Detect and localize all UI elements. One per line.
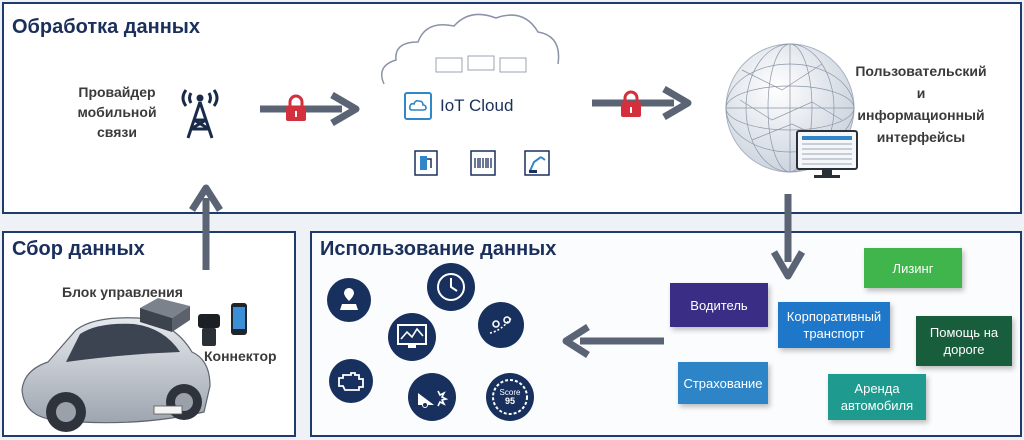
provider-label-line1: Провайдер bbox=[78, 84, 156, 100]
note-rental-line2: автомобиля bbox=[840, 398, 914, 413]
note-roadside-assistance: Помощь на дороге bbox=[916, 316, 1012, 366]
note-driver-label: Водитель bbox=[690, 297, 748, 313]
note-insurance-label: Страхование bbox=[683, 375, 763, 391]
cell-tower-icon bbox=[176, 76, 224, 140]
lock-icon bbox=[285, 94, 307, 122]
note-corporate-line1: Корпоративный bbox=[786, 309, 882, 324]
chart-monitor-icon bbox=[388, 313, 436, 361]
lock-icon bbox=[620, 90, 642, 118]
note-insurance: Страхование bbox=[678, 362, 768, 404]
car-image bbox=[14, 300, 214, 436]
note-roadside-line1: Помощь на bbox=[929, 325, 999, 340]
route-icon bbox=[478, 302, 524, 348]
collection-title: Сбор данных bbox=[12, 238, 145, 260]
provider-label-line2: мобильной bbox=[77, 104, 157, 120]
fuel-station-icon bbox=[414, 150, 438, 176]
connector-label: Коннектор bbox=[204, 348, 277, 364]
barcode-icon bbox=[470, 150, 496, 176]
note-roadside-line2: дороге bbox=[943, 342, 985, 357]
engine-icon bbox=[329, 359, 373, 403]
cloud-outline bbox=[374, 8, 564, 88]
note-leasing-label: Лизинг bbox=[892, 260, 934, 276]
control-unit-label: Блок управления bbox=[62, 284, 183, 300]
iot-cloud-label: IoT Cloud bbox=[440, 96, 514, 115]
monitor-dashboard-icon bbox=[796, 130, 858, 180]
usage-title: Использование данных bbox=[320, 238, 557, 260]
provider-label-line3: связи bbox=[97, 124, 137, 140]
note-car-rental: Аренда автомобиля bbox=[828, 374, 926, 420]
arrow-provider-to-cloud bbox=[258, 92, 362, 126]
user-interface-line1: Пользовательский bbox=[855, 63, 987, 79]
user-interface-line2: и bbox=[916, 85, 926, 101]
robot-arm-icon bbox=[524, 150, 550, 176]
obd-connector-icon bbox=[194, 312, 224, 348]
score-icon: Score 95 bbox=[486, 373, 534, 421]
note-corporate-transport: Корпоративный транспорт bbox=[778, 302, 890, 348]
user-interface-line3: информационный bbox=[857, 107, 985, 123]
score-value: 95 bbox=[504, 396, 515, 406]
score-label: Score bbox=[499, 388, 521, 397]
arrow-down-to-users bbox=[768, 192, 808, 282]
provider-label: Провайдер мобильной связи bbox=[62, 82, 172, 142]
arrow-up-to-provider bbox=[186, 184, 226, 272]
note-leasing: Лизинг bbox=[864, 248, 962, 288]
arrow-users-to-usage bbox=[560, 324, 666, 358]
processing-title: Обработка данных bbox=[12, 16, 200, 38]
note-corporate-line2: транспорт bbox=[803, 326, 865, 341]
smartphone-icon bbox=[230, 302, 248, 336]
clock-icon bbox=[427, 263, 475, 311]
note-driver: Водитель bbox=[670, 283, 768, 327]
control-unit-icon bbox=[138, 294, 192, 334]
user-interface-label: Пользовательский и информационный интерф… bbox=[846, 60, 996, 148]
user-interface-line4: интерфейсы bbox=[876, 129, 966, 145]
note-rental-line1: Аренда bbox=[854, 381, 900, 396]
cloud-icon bbox=[404, 92, 432, 120]
crash-icon bbox=[408, 373, 456, 421]
arrow-cloud-to-interface bbox=[590, 86, 694, 120]
iot-cloud-logo: IoT Cloud bbox=[404, 92, 513, 120]
car-location-icon bbox=[327, 278, 371, 322]
